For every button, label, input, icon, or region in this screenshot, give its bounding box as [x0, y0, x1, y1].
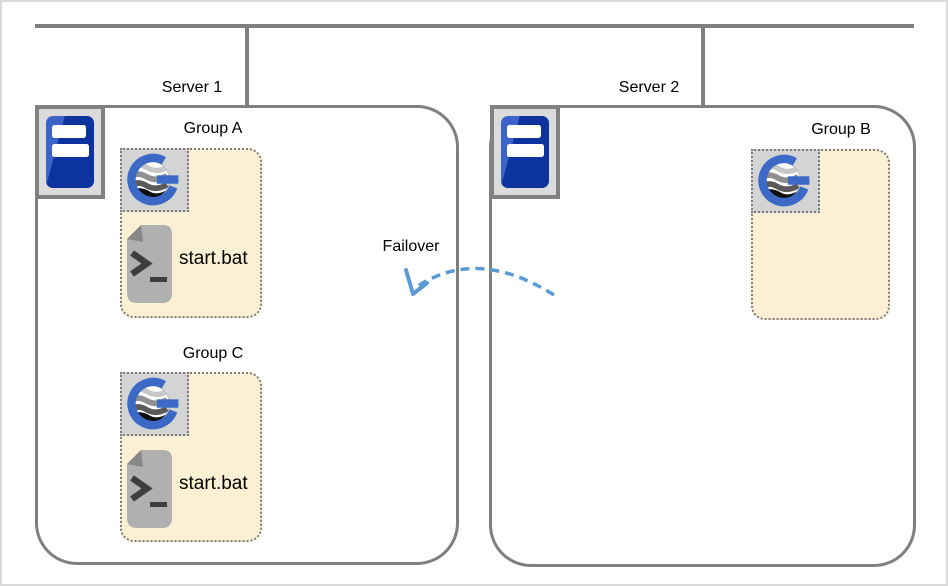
group-c-script-label: start.bat	[179, 473, 248, 494]
group-b-geneos-logo-icon	[751, 149, 820, 213]
server-slot-bar	[52, 144, 89, 157]
group-a-batch-file-icon	[126, 224, 173, 304]
group-c-geneos-logo-icon	[120, 372, 189, 436]
topology-drop-line-server1	[245, 24, 249, 108]
group-a-script-label: start.bat	[179, 248, 248, 269]
group-c-label: Group C	[182, 345, 244, 362]
server1-server-icon	[35, 105, 105, 199]
topology-drop-line-server2	[701, 24, 705, 108]
server2-server-icon	[490, 105, 560, 199]
server-tower-icon	[46, 116, 94, 188]
topology-top-line	[35, 24, 914, 28]
group-c-batch-file-icon	[126, 449, 173, 529]
geneos-logo-icon	[122, 374, 187, 434]
server-slot-bar	[52, 125, 86, 138]
group-b-label: Group B	[811, 121, 871, 138]
server-slot-bar	[507, 144, 544, 157]
failover-label: Failover	[382, 238, 440, 255]
server-slot-bar	[507, 125, 541, 138]
server2-label: Server 2	[618, 79, 680, 96]
server1-label: Server 1	[161, 79, 223, 96]
failover-arrow-icon	[404, 266, 555, 297]
geneos-logo-icon	[753, 151, 818, 211]
group-a-geneos-logo-icon	[120, 148, 189, 212]
geneos-logo-icon	[122, 150, 187, 210]
group-a-label: Group A	[183, 120, 243, 137]
server-tower-icon	[501, 116, 549, 188]
